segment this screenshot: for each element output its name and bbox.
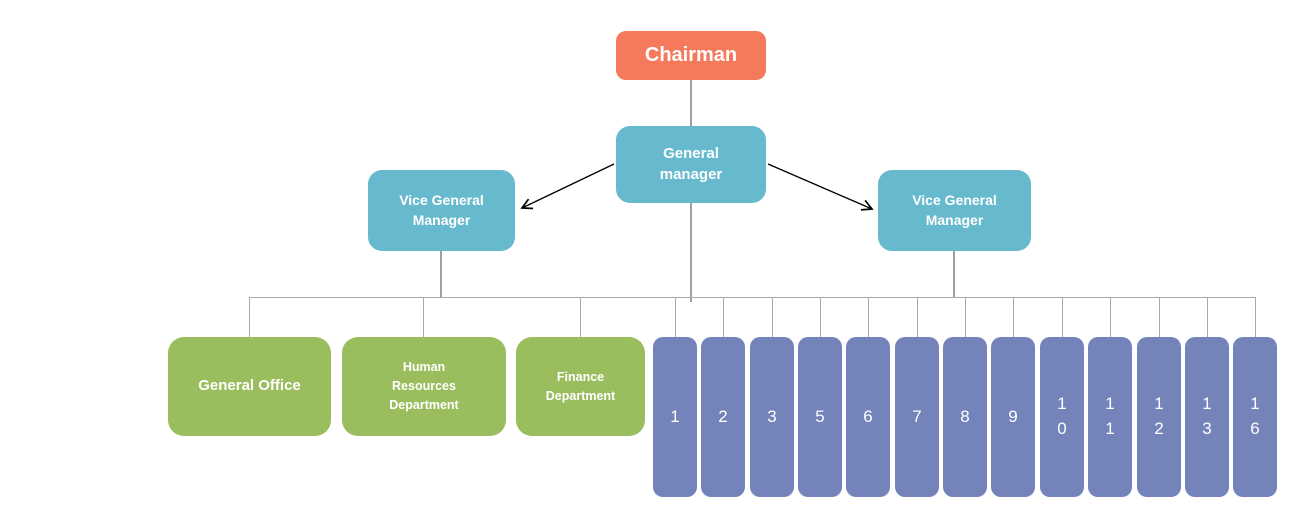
connector-drop-unit-16 [1255,297,1256,337]
unit-label: 5 [815,406,825,426]
node-unit-13[interactable]: 13 [1185,337,1229,497]
connector-drop-unit-12 [1159,297,1160,337]
unit-label: 9 [1008,406,1018,426]
unit-label: 3 [767,406,777,426]
general-office-label: General Office [198,377,301,395]
connector-vgm-left-rail [440,251,442,297]
connector-drop-unit-11 [1110,297,1111,337]
unit-label: 16 [1250,394,1260,438]
node-chairman[interactable]: Chairman [616,31,766,80]
vice-general-manager-left-label: Vice General Manager [399,191,484,228]
connector-drop-general-office [249,297,250,337]
arrow-gm-to-vgm-right [767,163,872,209]
human-resources-department-label: Human Resources Department [389,360,459,412]
connector-drop-finance [580,297,581,337]
connector-drop-unit-6 [868,297,869,337]
connector-drop-unit-10 [1062,297,1063,337]
connector-drop-hr [423,297,424,337]
node-unit-1[interactable]: 1 [653,337,697,497]
connector-drop-unit-9 [1013,297,1014,337]
finance-department-label: Finance Department [545,369,616,403]
unit-label: 13 [1202,394,1212,438]
node-general-manager[interactable]: General manager [616,126,766,203]
node-unit-3[interactable]: 3 [750,337,794,497]
unit-label: 2 [718,406,728,426]
unit-label: 7 [912,406,922,426]
unit-label: 11 [1105,394,1115,438]
connector-drop-unit-3 [772,297,773,337]
connector-gm-rail [690,203,692,302]
connector-drop-unit-5 [820,297,821,337]
node-general-office[interactable]: General Office [168,337,331,436]
arrow-gm-to-vgm-left [522,163,615,208]
unit-label: 6 [863,406,873,426]
vice-general-manager-right-label: Vice General Manager [912,191,997,228]
general-manager-label: General manager [659,145,723,183]
connector-drop-unit-1 [675,297,676,337]
unit-label: 10 [1057,394,1067,438]
connector-drop-unit-8 [965,297,966,337]
connector-vgm-right-rail [953,251,955,297]
node-vice-general-manager-left[interactable]: Vice General Manager [368,170,515,251]
connector-drop-unit-2 [723,297,724,337]
node-unit-16[interactable]: 16 [1233,337,1277,497]
node-unit-10[interactable]: 10 [1040,337,1084,497]
unit-label: 1 [670,406,680,426]
node-vice-general-manager-right[interactable]: Vice General Manager [878,170,1031,251]
connector-drop-unit-7 [917,297,918,337]
node-unit-7[interactable]: 7 [895,337,939,497]
connector-chairman-gm [690,80,692,126]
node-unit-12[interactable]: 12 [1137,337,1181,497]
node-human-resources-department[interactable]: Human Resources Department [342,337,506,436]
node-unit-5[interactable]: 5 [798,337,842,497]
connector-drop-unit-13 [1207,297,1208,337]
unit-label: 8 [960,406,970,426]
node-unit-9[interactable]: 9 [991,337,1035,497]
connector-horizontal-rail [249,297,1255,298]
unit-label: 12 [1154,394,1164,438]
node-finance-department[interactable]: Finance Department [516,337,645,436]
chairman-label: Chairman [644,44,738,66]
node-unit-6[interactable]: 6 [846,337,890,497]
node-unit-11[interactable]: 11 [1088,337,1132,497]
node-unit-8[interactable]: 8 [943,337,987,497]
node-unit-2[interactable]: 2 [701,337,745,497]
